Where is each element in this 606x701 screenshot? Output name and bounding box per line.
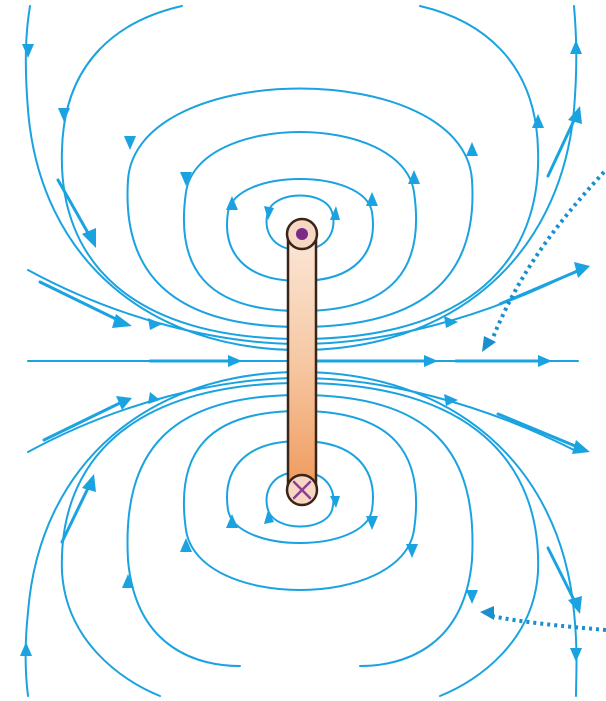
current-out-of-page-icon: [296, 228, 308, 240]
wire-body: [286, 232, 318, 492]
arrowhead: [570, 648, 582, 662]
current-into-page-icon: [292, 480, 312, 500]
field-line-lower-1: [265, 471, 335, 528]
field-line-upper-5: [60, 5, 301, 340]
field-line-upper-5b: [299, 5, 540, 340]
field-line-lower-6: [24, 371, 301, 697]
arrowhead: [264, 206, 274, 220]
arrowhead: [366, 516, 378, 530]
arrowhead: [122, 574, 134, 588]
field-vector: [42, 396, 132, 442]
field-line-lower-3: [182, 410, 418, 591]
field-vector: [546, 106, 582, 178]
field-vector: [546, 546, 582, 614]
arrowhead: [406, 544, 418, 558]
dotted-pointers: [480, 170, 606, 632]
current-loop-cross-section: [285, 217, 319, 507]
field-line-lower-2: [226, 440, 374, 544]
arrowhead: [408, 170, 420, 184]
field-line-lower-4: [126, 394, 474, 667]
arrowhead: [180, 538, 192, 552]
arrowhead: [20, 642, 32, 656]
arrowhead: [180, 172, 192, 186]
field-line-lower-5b: [299, 382, 540, 697]
field-vectors: [38, 106, 590, 614]
arrowhead: [570, 40, 582, 54]
field-line-upper-3: [182, 131, 418, 312]
field-line-upper-1: [265, 194, 335, 251]
field-line-upper-6: [24, 5, 301, 351]
arrowhead: [424, 355, 438, 367]
field-vector: [56, 178, 96, 248]
arrowhead: [124, 136, 136, 150]
arrowhead: [148, 392, 160, 404]
arrowhead: [466, 142, 478, 156]
arrowhead: [444, 394, 458, 406]
field-line-lower-6b: [299, 371, 578, 697]
arrowhead: [532, 114, 544, 128]
field-vector: [60, 474, 96, 544]
arrowhead: [264, 510, 274, 524]
arrowhead: [226, 514, 238, 528]
arrowhead: [538, 355, 552, 367]
field-lines: [24, 5, 579, 697]
arrowhead: [330, 206, 340, 220]
pointer-arrow-lower: [480, 606, 606, 632]
arrowhead: [22, 44, 34, 58]
field-vector: [496, 412, 590, 454]
field-line-upper-6b: [299, 5, 578, 351]
pointer-arrow-upper: [482, 170, 606, 352]
field-line-upper-4: [126, 87, 474, 328]
arrowhead: [366, 192, 378, 206]
field-arrowheads: [20, 40, 582, 662]
field-line-upper-2: [226, 178, 374, 282]
arrowhead: [226, 196, 238, 210]
arrowhead: [444, 316, 458, 328]
arrowhead: [466, 590, 478, 604]
arrowhead: [148, 318, 162, 330]
arrowhead: [330, 496, 340, 508]
field-vector: [38, 280, 132, 328]
arrowhead: [58, 108, 70, 122]
